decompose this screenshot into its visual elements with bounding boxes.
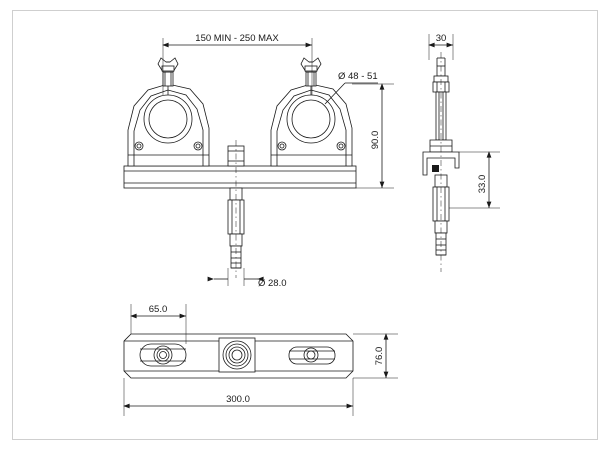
dim-clamp-diameter: Ø 48 - 51 xyxy=(338,71,378,82)
dim-plan-offset-65: 65.0 xyxy=(149,304,168,315)
dim-side-height-33: 33.0 xyxy=(477,175,488,194)
plan-view xyxy=(123,333,354,379)
side-view xyxy=(422,52,460,272)
dim-pin-diameter: Ø 28.0 xyxy=(258,278,287,289)
dim-plan-length-300: 300.0 xyxy=(226,394,250,405)
front-view-dimensions: 150 MIN - 250 MAX Ø 48 - 51 90.0 Ø 28.0 xyxy=(162,33,394,289)
right-clamp xyxy=(270,57,353,167)
dim-side-width-30: 30 xyxy=(436,33,447,44)
dim-plan-depth-76: 76.0 xyxy=(374,347,385,366)
plan-center-hole xyxy=(218,337,256,373)
left-clamp xyxy=(127,57,210,167)
side-view-dimensions: 30 33.0 xyxy=(428,33,500,209)
plan-left-clamp xyxy=(139,343,187,367)
dim-span-min-max: 150 MIN - 250 MAX xyxy=(195,33,279,44)
plan-right-clamp xyxy=(288,346,336,365)
dim-height-90: 90.0 xyxy=(370,131,381,150)
front-view xyxy=(123,57,357,278)
plan-view-dimensions: 65.0 76.0 300.0 xyxy=(123,304,398,416)
